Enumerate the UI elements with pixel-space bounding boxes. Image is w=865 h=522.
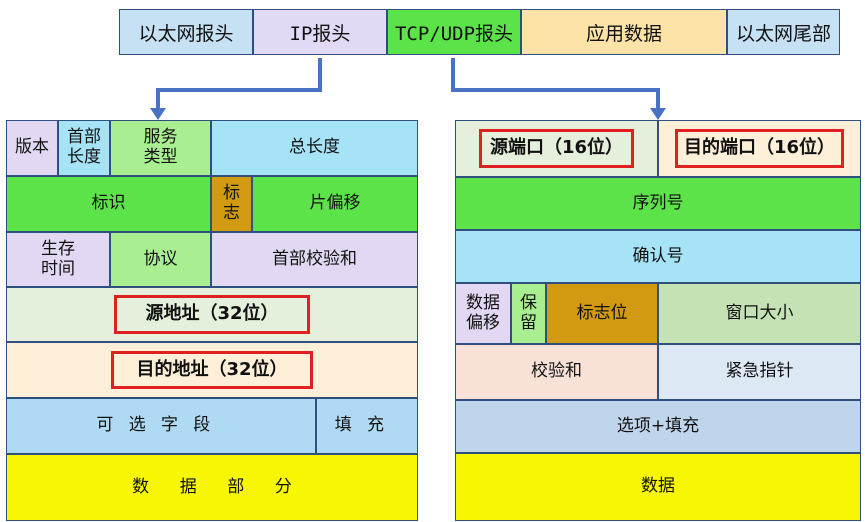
ip-ttl: 生存 时间 [6,232,110,287]
tcp-data: 数据 [455,453,861,521]
ip-protocol: 协议 [110,232,211,287]
tcp-source-port: 源端口（16位） [478,129,635,168]
ip-service-type: 服务 类型 [110,120,211,176]
segment-app-data: 应用数据 [521,9,727,55]
tcp-arrowhead [650,108,666,120]
tcp-dest-port-cell: 目的端口（16位） [658,120,861,177]
ip-dest-address-row: 目的地址（32位） [6,342,418,398]
tcp-arrow [451,58,660,112]
segment-ip-header: IP报头 [253,9,387,55]
ip-arrow [156,58,322,112]
ip-identification: 标识 [6,176,211,232]
ip-header-checksum: 首部校验和 [211,232,418,287]
ip-dest-address: 目的地址（32位） [111,350,313,390]
tcp-urgent-pointer: 紧急指针 [658,344,861,400]
tcp-source-port-cell: 源端口（16位） [455,120,658,177]
tcp-reserved: 保 留 [511,283,546,344]
ip-version: 版本 [6,120,58,176]
tcp-ack-number: 确认号 [455,230,861,283]
ip-padding: 填充 [316,398,418,454]
tcp-options-padding: 选项+填充 [455,400,861,453]
ip-data: 数据部分 [6,454,418,521]
ip-flags: 标 志 [211,176,252,232]
ip-arrowhead [150,108,166,120]
ip-options: 可选字段 [6,398,316,454]
tcp-sequence-number: 序列号 [455,177,861,230]
tcp-window-size: 窗口大小 [658,283,861,344]
ip-source-address-row: 源地址（32位） [6,287,418,342]
segment-ethernet-trailer: 以太网尾部 [727,9,840,55]
tcp-dest-port: 目的端口（16位） [674,129,845,168]
tcp-data-offset: 数据 偏移 [455,283,511,344]
tcp-flag-bits: 标志位 [546,283,658,344]
tcp-checksum: 校验和 [455,344,658,400]
segment-ethernet-header: 以太网报头 [119,9,253,55]
ip-source-address: 源地址（32位） [114,295,310,334]
ip-fragment-offset: 片偏移 [252,176,418,232]
ip-header-length: 首部 长度 [58,120,110,176]
ip-total-length: 总长度 [211,120,418,176]
segment-tcp-udp-header: TCP/UDP报头 [387,9,521,55]
